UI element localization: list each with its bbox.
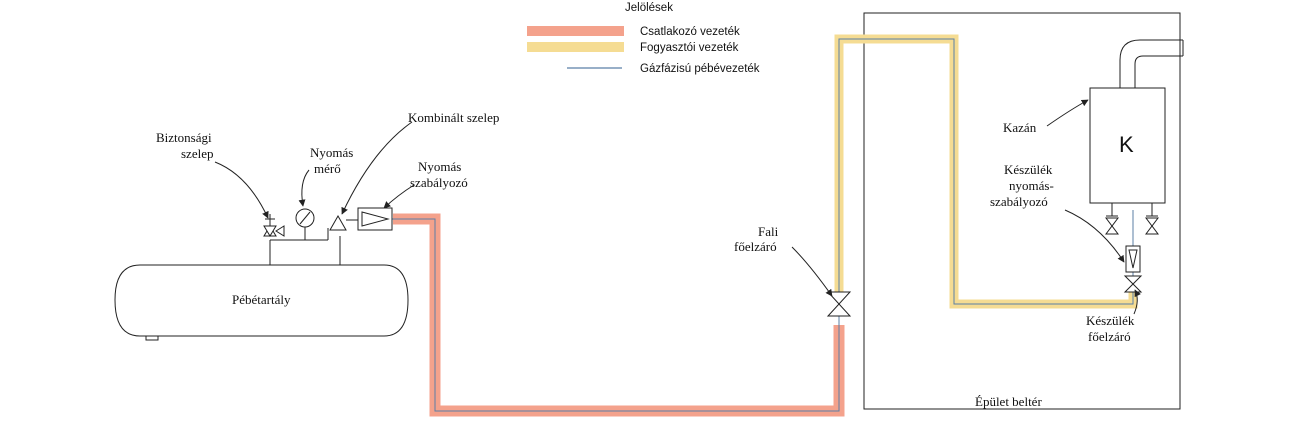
label-appliance-regulator-3: szabályozó — [990, 194, 1048, 209]
boiler-box — [1089, 87, 1166, 204]
wall-main-shutoff-icon — [826, 291, 852, 317]
label-appliance-regulator-1: Készülék — [1004, 162, 1053, 177]
label-regulator-2: szabályozó — [410, 175, 468, 190]
label-appliance-shutoff-1: Készülék — [1086, 313, 1135, 328]
label-gauge-1: Nyomás — [310, 145, 353, 160]
legend-label-gas-phase: Gázfázisú pébévezeték — [640, 63, 760, 75]
boiler-valves — [1105, 203, 1159, 235]
safety-valve-icon — [263, 214, 285, 237]
label-wall-shutoff-2: főelzáró — [734, 239, 777, 254]
legend: Jelölések Csatlakozó vezeték Fogyasztói … — [527, 2, 760, 75]
label-safety-valve-1: Biztonsági — [156, 130, 212, 145]
label-appliance-regulator-2: nyomás- — [1009, 178, 1054, 193]
legend-swatch-consumer — [527, 42, 624, 52]
boiler: K — [1089, 39, 1184, 204]
label-wall-shutoff-1: Fali — [758, 224, 779, 239]
building-label: Épület beltér — [975, 394, 1042, 409]
label-safety-valve-2: szelep — [181, 146, 213, 161]
label-regulator-1: Nyomás — [418, 159, 461, 174]
gas-phase-line — [391, 38, 1134, 412]
consumer-pipe — [834, 34, 1138, 309]
building-outline — [863, 12, 1181, 410]
tank: Pébétartály — [114, 264, 409, 341]
pressure-regulator-icon — [357, 207, 393, 231]
label-gauge-2: mérő — [314, 161, 341, 176]
pressure-gauge-icon — [295, 208, 315, 240]
label-appliance-shutoff-2: főelzáró — [1088, 329, 1131, 344]
boiler-letter: K — [1119, 132, 1134, 157]
legend-label-connecting: Csatlakozó vezeték — [640, 26, 740, 38]
legend-title: Jelölések — [625, 2, 673, 14]
combination-valve-icon — [329, 214, 358, 231]
appliance-regulator-icon — [1125, 245, 1141, 273]
leader-arrows — [214, 99, 1141, 315]
legend-swatch-connecting — [527, 26, 624, 36]
appliance-shutoff-icon — [1123, 275, 1143, 293]
legend-label-consumer: Fogyasztói vezeték — [640, 42, 739, 54]
label-boiler: Kazán — [1003, 120, 1037, 135]
tank-label: Pébétartály — [232, 292, 291, 307]
label-combination-valve: Kombinált szelep — [408, 110, 499, 125]
